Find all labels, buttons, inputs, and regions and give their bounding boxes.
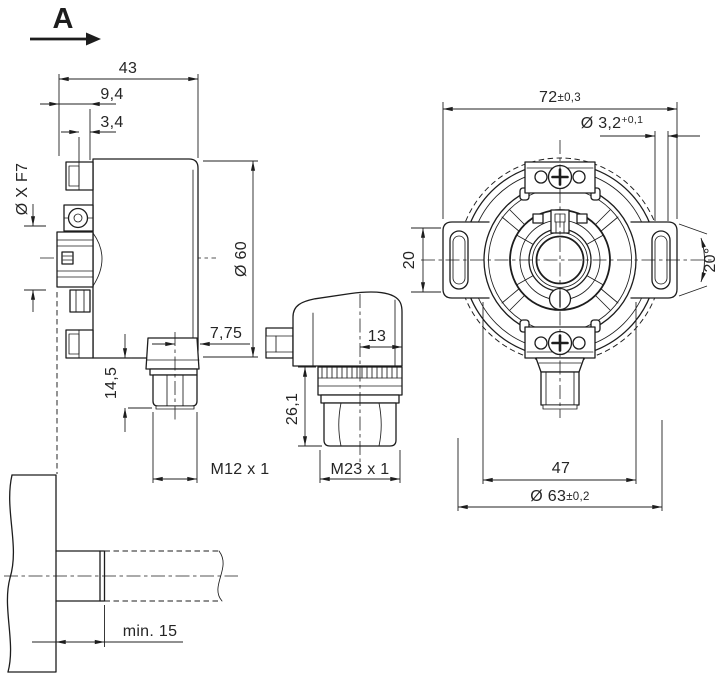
front-view-spokes <box>501 209 619 311</box>
customer-shaft-dashed <box>104 550 221 602</box>
view-arrow-icon <box>86 32 101 46</box>
dim-body-diameter: Ø 60 <box>233 241 250 277</box>
dim-step2: 3,4 <box>100 114 123 131</box>
dim-slot-angle: 20° <box>702 247 719 272</box>
dim-total-depth: 43 <box>119 60 137 77</box>
bottom-clamp-hole-right <box>572 336 586 350</box>
connector-view-dimensions: 13 26,1 M23 x 1 <box>284 328 403 483</box>
shaft-break-squiggle <box>217 550 224 602</box>
view-direction-label: A <box>30 3 101 46</box>
dim-connector-view-height: 26,1 <box>284 393 301 425</box>
side-view-clamp-screw <box>67 207 89 229</box>
front-view-left-ear <box>442 221 490 299</box>
dim-hollow-bore: Ø X F7 <box>14 163 31 215</box>
dim-connector-height: 14,5 <box>103 367 120 399</box>
customer-shaft <box>55 550 101 602</box>
connector-detail-view <box>265 291 403 466</box>
dim-half-width: 13 <box>368 328 386 345</box>
dim-slot-length: 20 <box>401 251 418 269</box>
front-view <box>421 140 714 418</box>
side-view-dimensions: 43 9,4 3,4 Ø X F7 Ø 60 7,75 14,5 M12 <box>14 60 269 483</box>
top-clamp-hole-left <box>534 170 548 184</box>
bottom-clamp-hole-left <box>534 336 548 350</box>
view-letter: A <box>53 3 74 35</box>
dim-slot-width: Ø 3,2+0,1 <box>581 114 644 132</box>
mounting-wall <box>7 474 57 673</box>
mounting-wall-break-edge <box>6 474 15 673</box>
dim-connector-offset: 7,75 <box>210 325 242 342</box>
side-view-body <box>92 158 199 359</box>
dim-flange-diameter: Ø 63±0,2 <box>530 488 589 505</box>
dim-connector-thread: M23 x 1 <box>330 461 389 478</box>
side-view-shaft-bore <box>61 251 74 265</box>
dim-overall-width: 72±0,3 <box>539 89 581 106</box>
top-clamp-hole-right <box>572 170 586 184</box>
front-view-m12-stub <box>535 357 585 410</box>
mounting-view <box>4 474 238 673</box>
mounting-view-dimensions: min. 15 <box>32 605 183 647</box>
dim-min-shaft-length: min. 15 <box>123 623 178 640</box>
dim-radial-thread: M12 x 1 <box>210 461 269 478</box>
front-view-dimensions: 72±0,3 Ø 3,2+0,1 20 20° 47 Ø 63±0,2 <box>401 89 719 511</box>
side-view-m12-flange <box>145 337 200 370</box>
side-view <box>40 158 216 474</box>
dim-step1: 9,4 <box>100 86 123 103</box>
dim-rim: 47 <box>552 460 570 477</box>
